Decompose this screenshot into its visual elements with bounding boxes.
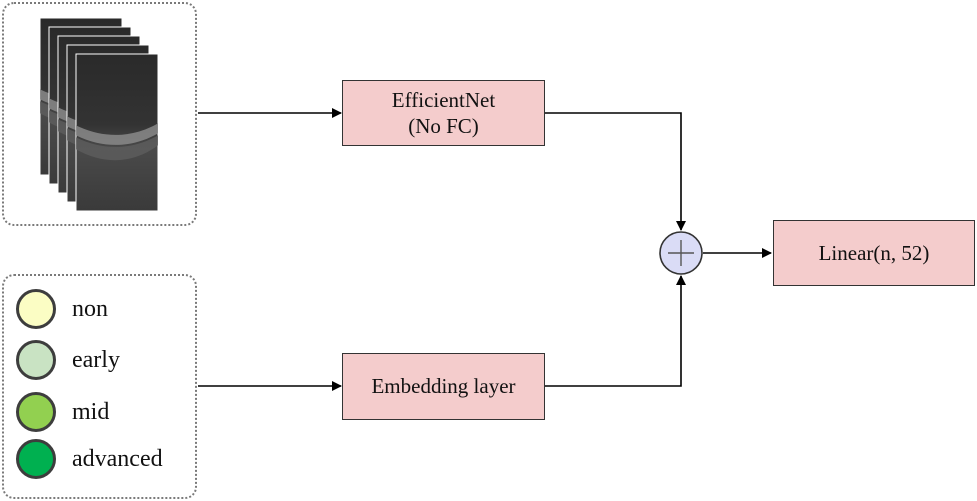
sum-node (659, 231, 703, 275)
legend-item-advanced: advanced (16, 437, 163, 481)
legend-label-mid: mid (72, 398, 110, 425)
legend-label-early: early (72, 346, 120, 373)
embedding-layer-block: Embedding layer (342, 353, 545, 420)
legend-swatch-early (16, 340, 56, 380)
embedding-layer-label: Embedding layer (371, 374, 516, 399)
legend-item-mid: mid (16, 390, 109, 434)
legend-swatch-mid (16, 392, 56, 432)
legend-swatch-advanced (16, 439, 56, 479)
linear-block: Linear(n, 52) (773, 220, 975, 286)
scan-frame (75, 53, 159, 212)
arrow-efficientnet-to-sum (545, 112, 686, 231)
arrow-embedding-to-sum (545, 275, 686, 387)
efficientnet-block: EfficientNet (No FC) (342, 80, 545, 146)
legend-label-non: non (72, 295, 108, 322)
legend-item-non: non (16, 287, 108, 331)
legend-swatch-non (16, 289, 56, 329)
stage-legend-group (2, 274, 197, 499)
efficientnet-label: EfficientNet (No FC) (391, 87, 496, 138)
image-input-group (2, 2, 197, 226)
linear-label: Linear(n, 52) (818, 240, 930, 265)
legend-label-advanced: advanced (72, 445, 163, 472)
legend-item-early: early (16, 338, 120, 382)
